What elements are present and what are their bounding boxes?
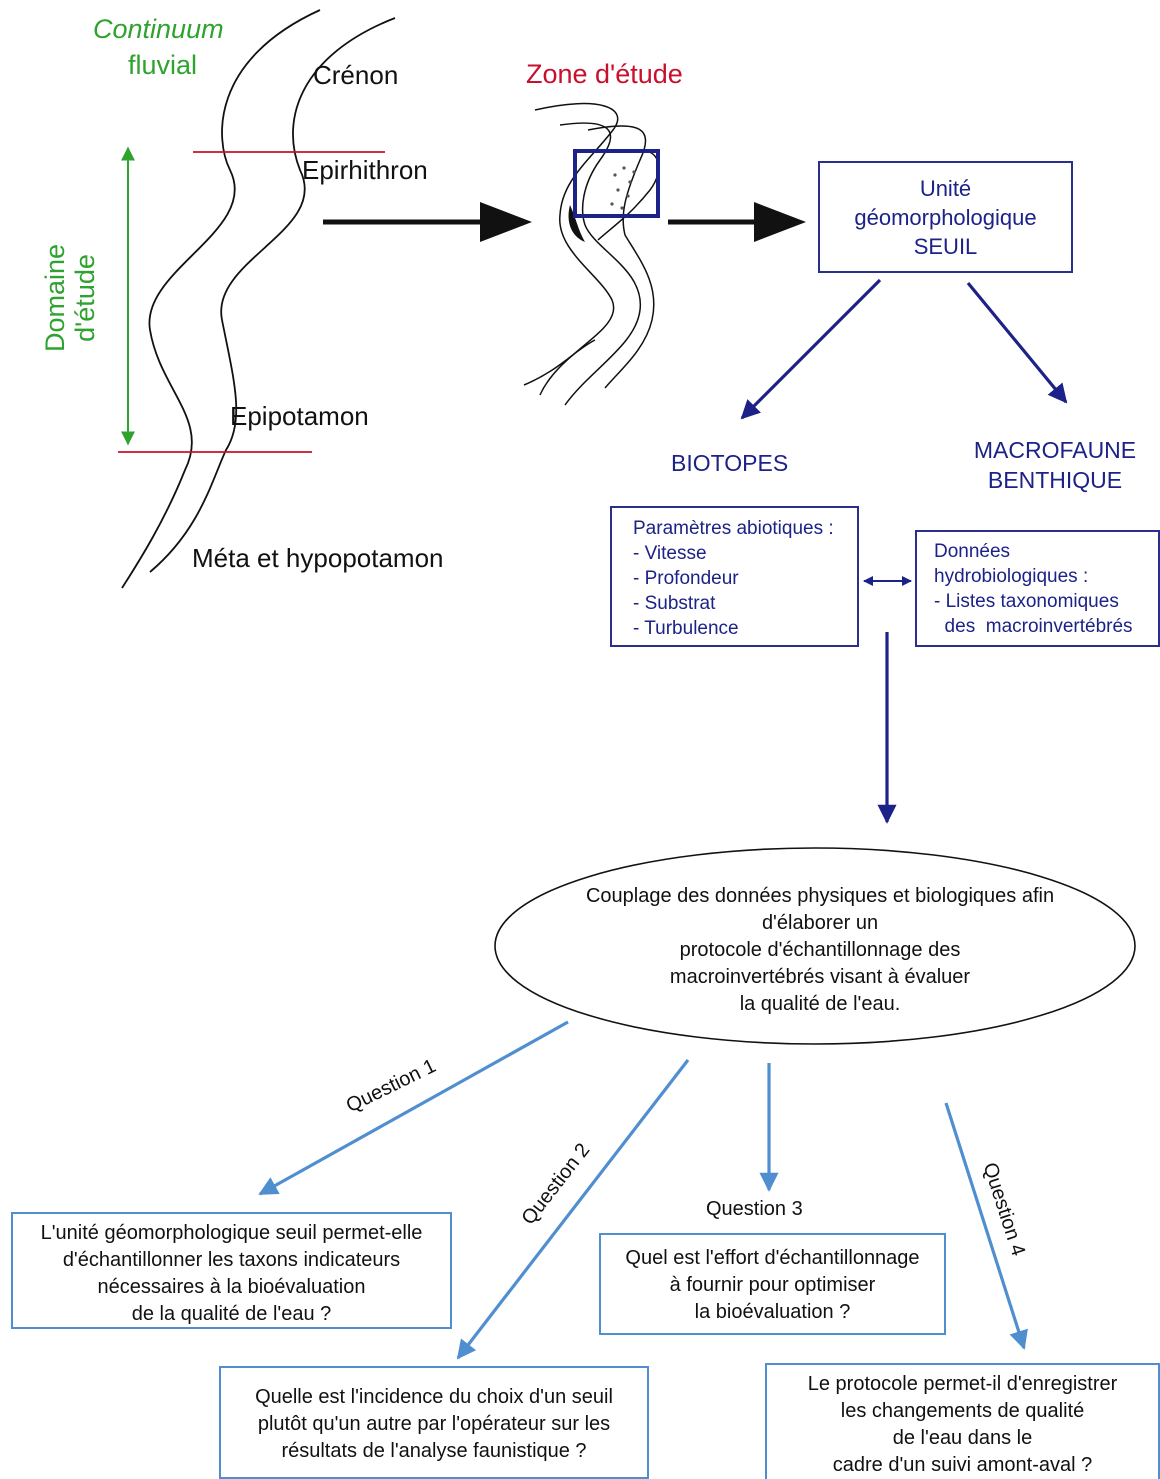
hydro-box-line3: - Listes taxonomiques bbox=[934, 591, 1119, 612]
question-4-text: Le protocole permet-il d'enregistrer les… bbox=[807, 1373, 1118, 1476]
question-1-arrow bbox=[258, 1020, 569, 1196]
abiotic-item: - Profondeur bbox=[633, 568, 739, 589]
zone-label-epipotamon: Epipotamon bbox=[230, 401, 369, 431]
unit-box: Unité géomorphologique SEUIL bbox=[818, 161, 1073, 273]
study-zone-title: Zone d'étude bbox=[526, 59, 683, 89]
study-zone-dark-patch bbox=[568, 205, 585, 242]
question-2-arrow bbox=[456, 1059, 690, 1360]
abiotic-box-title: Paramètres abiotiques : bbox=[633, 518, 834, 539]
continuum-label-line1: Continuum bbox=[93, 14, 224, 44]
hydro-box-line1: Données bbox=[934, 541, 1011, 562]
biotopes-label: BIOTOPES bbox=[671, 450, 789, 476]
unit-to-biotopes-arrow bbox=[740, 278, 882, 420]
zone-label-meta: Méta et hypopotamon bbox=[192, 543, 444, 573]
to-zone-arrowhead bbox=[480, 202, 532, 242]
hydro-box-line2: hydrobiologiques : bbox=[934, 566, 1089, 587]
river-bank-right bbox=[149, 17, 396, 573]
abiotic-box: Paramètres abiotiques : - Vitesse - Prof… bbox=[610, 506, 859, 647]
question-4-box: Le protocole permet-il d'enregistrer les… bbox=[765, 1363, 1160, 1479]
domaine-label-line1: Domaine bbox=[40, 243, 70, 353]
domaine-label: Domaine d'étude bbox=[40, 178, 100, 388]
abiotic-item: - Turbulence bbox=[633, 618, 739, 639]
ellipse-line2: d'élaborer un bbox=[761, 912, 879, 934]
ellipse-line5: la qualité de l'eau. bbox=[739, 993, 901, 1015]
unit-box-line2: géomorphologique bbox=[854, 205, 1037, 230]
unit-to-macrofaune-arrow bbox=[966, 281, 1068, 404]
question-1-box: L'unité géomorphologique seuil permet-el… bbox=[11, 1212, 452, 1329]
ellipse-text: Couplage des données physiques et biolog… bbox=[535, 883, 1105, 1018]
to-unit-arrowhead bbox=[754, 202, 806, 242]
ellipse-line1: Couplage des données physiques et biolog… bbox=[585, 885, 1055, 907]
question-1-text: L'unité géomorphologique seuil permet-el… bbox=[40, 1222, 423, 1325]
question-3-box: Quel est l'effort d'échantillonnage à fo… bbox=[599, 1233, 946, 1335]
macrofaune-line2: BENTHIQUE bbox=[987, 467, 1123, 493]
hydro-box-line4: des macroinvertébrés bbox=[934, 616, 1133, 637]
hydro-box: Données hydrobiologiques : - Listes taxo… bbox=[915, 530, 1160, 647]
zone-label-epirhithron: Epirhithron bbox=[302, 155, 428, 185]
continuum-label-line2: fluvial bbox=[128, 50, 198, 80]
zone-label-crenon: Crénon bbox=[313, 60, 399, 90]
abiotic-item: - Substrat bbox=[633, 593, 716, 614]
question-3-text: Quel est l'effort d'échantillonnage à fo… bbox=[625, 1247, 920, 1323]
coupling-ellipse bbox=[494, 847, 1136, 1045]
question-4-arrow bbox=[944, 1102, 1028, 1350]
study-zone-sketch bbox=[523, 102, 660, 406]
river-bank-left bbox=[121, 9, 321, 589]
macrofaune-label: MACROFAUNE BENTHIQUE bbox=[950, 435, 1160, 495]
question-2-text: Quelle est l'incidence du choix d'un seu… bbox=[255, 1386, 613, 1462]
question-3-label: Question 3 bbox=[706, 1198, 803, 1220]
study-zone-box bbox=[573, 149, 660, 218]
macrofaune-line1: MACROFAUNE bbox=[973, 437, 1137, 463]
ellipse-line3: protocole d'échantillonnage des bbox=[679, 939, 961, 961]
question-2-box: Quelle est l'incidence du choix d'un seu… bbox=[219, 1366, 649, 1479]
unit-box-line1: Unité bbox=[919, 176, 972, 201]
abiotic-item: - Vitesse bbox=[633, 543, 707, 564]
ellipse-line4: macroinvertébrés visant à évaluer bbox=[669, 966, 971, 988]
domaine-label-line2: d'étude bbox=[70, 254, 100, 342]
unit-box-line3: SEUIL bbox=[913, 234, 978, 259]
study-zone-dots bbox=[610, 166, 636, 210]
